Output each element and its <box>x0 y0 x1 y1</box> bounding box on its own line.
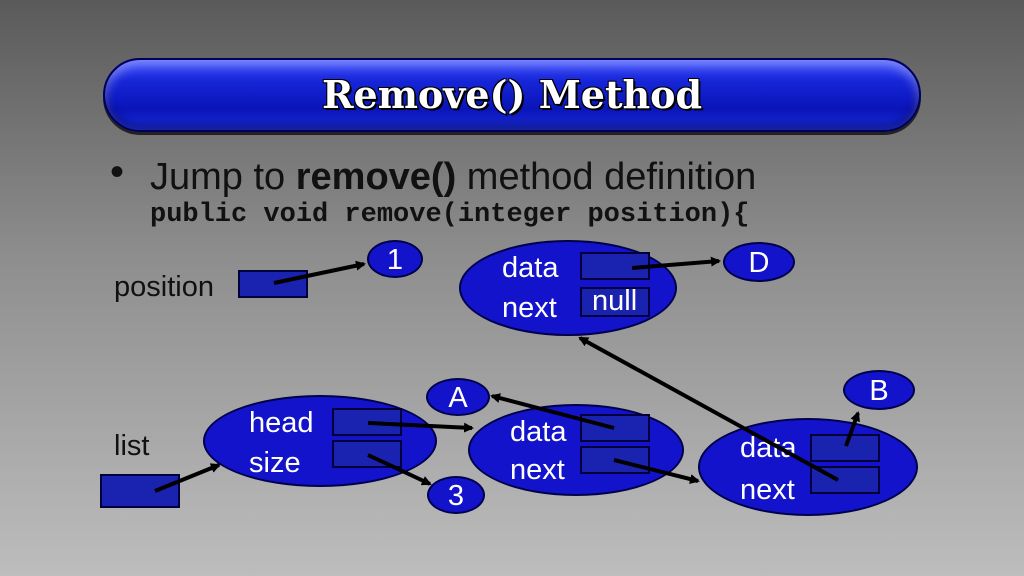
position-value-bubble: 1 <box>367 240 423 278</box>
list-head-label: head <box>249 407 314 439</box>
list-head-box <box>332 408 402 436</box>
method-signature: public void remove(integer position){ <box>150 200 750 230</box>
node-middle-data-box <box>580 414 650 442</box>
slide-title: Remove() Method <box>321 72 703 117</box>
arrow-position-to-value <box>273 260 366 285</box>
arrow-top-data-to-d <box>631 256 721 270</box>
arrow-list-to-header <box>154 463 221 493</box>
node-top-next-box <box>580 287 650 317</box>
value-d-bubble: D <box>723 242 795 282</box>
arrow-right-next-to-top <box>578 336 839 482</box>
node-right-data-label: data <box>740 432 797 464</box>
value-a-bubble: A <box>426 378 490 416</box>
value-b-bubble: B <box>843 370 915 410</box>
arrow-right-data-to-b <box>844 411 860 447</box>
size-value-bubble: 3 <box>427 476 485 514</box>
node-right-ellipse <box>698 418 918 516</box>
node-right-next-label: next <box>740 474 795 506</box>
node-middle-data-label: data <box>510 416 567 448</box>
arrow-middle-data-to-a <box>490 393 615 430</box>
bullet-prefix: Jump to <box>150 156 296 198</box>
bullet-marker: • <box>110 150 125 194</box>
list-label: list <box>114 430 150 462</box>
bullet-bold: remove() <box>295 156 457 198</box>
node-top-data-box <box>580 252 650 280</box>
node-top-next-label: next <box>502 292 557 324</box>
arrow-size-to-value <box>367 453 432 486</box>
node-top-data-label: data <box>502 252 559 284</box>
arrow-head-to-middle <box>367 421 474 433</box>
position-label: position <box>114 271 214 303</box>
node-right-data-box <box>810 434 880 462</box>
title-bar <box>103 58 921 132</box>
arrow-middle-next-to-right <box>613 458 700 484</box>
node-top-null-value: null <box>592 285 638 317</box>
list-pointer-box <box>100 474 180 508</box>
list-size-label: size <box>249 447 301 479</box>
bullet-text: Jump to remove() method definition <box>150 156 756 199</box>
position-pointer-box <box>238 270 308 298</box>
node-middle-next-label: next <box>510 454 565 486</box>
bullet-suffix: method definition <box>456 156 757 198</box>
